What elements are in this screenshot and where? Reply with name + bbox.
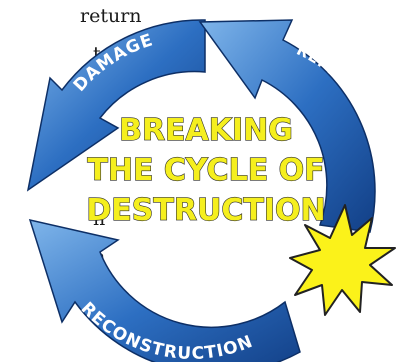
- starburst-icon: [289, 204, 396, 316]
- title-line-2: THE CYCLE OF: [87, 153, 324, 188]
- damage-arrow: [26, 19, 206, 192]
- repeated-damage-arrow: [198, 19, 376, 233]
- center-title: BREAKING THE CYCLE OF DESTRUCTION: [86, 112, 326, 228]
- reconstruction-arrow: [28, 218, 301, 362]
- bg-text-line-1: return: [80, 5, 142, 27]
- title-line-1: BREAKING: [119, 113, 293, 148]
- title-line-3: DESTRUCTION: [86, 193, 325, 228]
- bg-text-line-4: n: [93, 208, 105, 230]
